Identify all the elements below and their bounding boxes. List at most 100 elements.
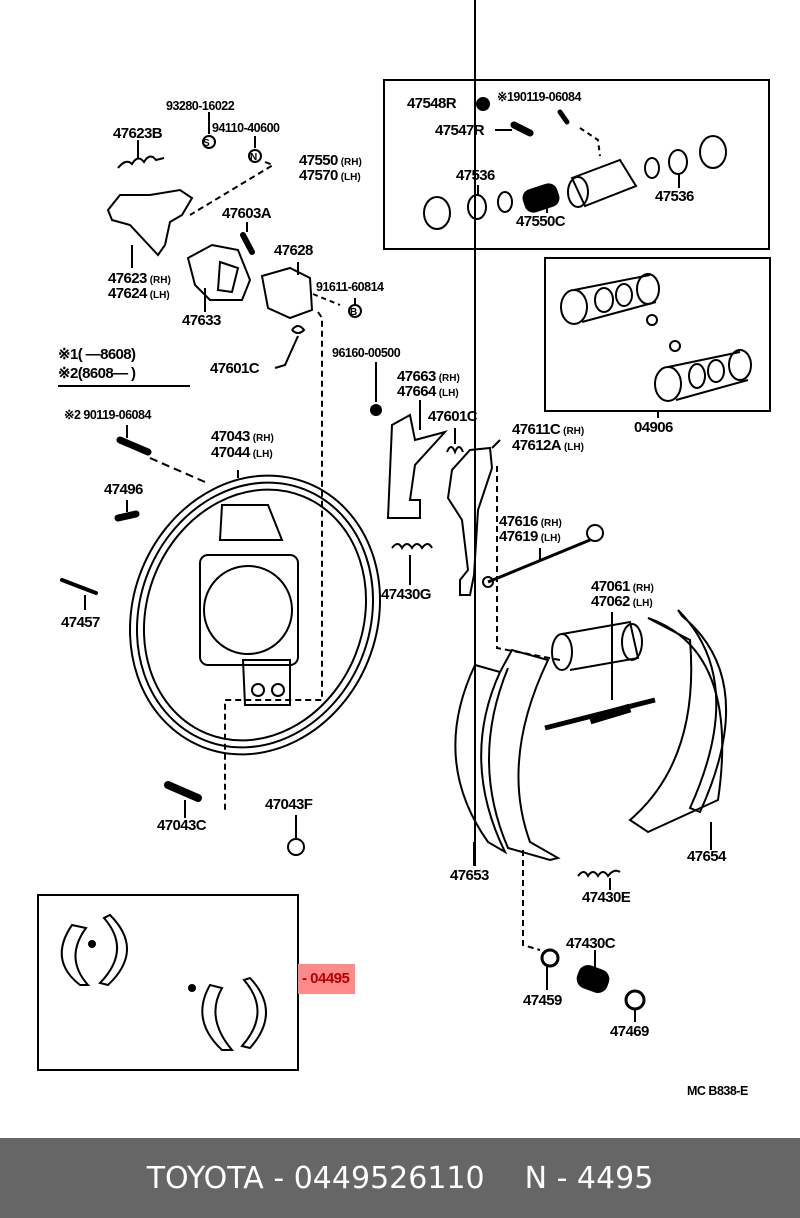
part-label-47550[interactable]: 47550(RH) xyxy=(299,153,362,171)
part-number: 47044 xyxy=(211,444,250,461)
part-number: 47611C xyxy=(512,421,561,438)
part-label-47457[interactable]: 47457 xyxy=(61,614,100,631)
plug-47496 xyxy=(114,510,140,522)
part-label-47623[interactable]: 47623(RH) xyxy=(108,271,171,289)
brake-shoe-47654 xyxy=(628,609,728,834)
part-number: 47663 xyxy=(397,368,436,385)
side-rh: (RH) xyxy=(438,373,460,384)
wheel-cylinder-exploded xyxy=(423,97,727,230)
spring-47430c xyxy=(576,965,610,993)
part-number: 47043 xyxy=(211,428,250,445)
side-rh: (RH) xyxy=(252,433,274,444)
part-label-190119-06084[interactable]: ※190119-06084 xyxy=(497,90,581,104)
brake-shoe-47653 xyxy=(454,0,561,866)
part-label-93280-16022[interactable]: 93280-16022 xyxy=(166,99,235,113)
side-rh: (RH) xyxy=(149,275,171,286)
part-label-47601c-b[interactable]: 47601C xyxy=(428,408,478,425)
lever-47623 xyxy=(106,188,194,257)
part-label-04495-highlighted[interactable]: - 04495 xyxy=(298,964,356,994)
part-label-47623b[interactable]: 47623B xyxy=(113,125,163,142)
part-label-94110-40600[interactable]: 94110-40600 xyxy=(212,121,280,135)
wheel-cylinder-47061 xyxy=(551,612,643,700)
part-number: 47612A xyxy=(512,437,562,454)
side-lh: (LH) xyxy=(438,388,459,399)
part-number: 47619 xyxy=(499,528,538,545)
shoe-kit-drawing xyxy=(60,913,267,1051)
part-label-90119-06084[interactable]: ※2 90119-06084 xyxy=(64,408,151,422)
part-label-47536-left[interactable]: 47536 xyxy=(456,167,495,184)
part-label-47536-right[interactable]: 47536 xyxy=(655,188,694,205)
part-label-47619[interactable]: 47619(LH) xyxy=(499,529,561,547)
symbol-b-icon: B xyxy=(350,307,357,318)
body-47628 xyxy=(260,266,314,320)
part-label-47548r[interactable]: 47548R xyxy=(407,95,457,112)
note-line-2: ※2(8608— ) xyxy=(58,365,136,382)
part-number: 47570 xyxy=(299,167,338,184)
part-label-47430c[interactable]: 47430C xyxy=(566,935,616,952)
part-label-47601c[interactable]: 47601C xyxy=(210,360,260,377)
part-number: 47624 xyxy=(108,285,147,302)
part-number: 47623 xyxy=(108,270,147,287)
part-label-47459[interactable]: 47459 xyxy=(523,992,562,1009)
cylinder-kit-drawing xyxy=(560,273,752,418)
part-label-47061[interactable]: 47061(RH) xyxy=(591,579,654,597)
part-label-47664[interactable]: 47664(LH) xyxy=(397,384,459,402)
part-label-47430e[interactable]: 47430E xyxy=(582,889,631,906)
part-label-47547r[interactable]: 47547R xyxy=(435,122,485,139)
part-label-47654[interactable]: 47654 xyxy=(687,848,726,865)
boot-47633 xyxy=(186,243,252,301)
nut-47043f xyxy=(287,838,305,856)
part-label-47663[interactable]: 47663(RH) xyxy=(397,369,460,387)
bolt-47457 xyxy=(60,578,98,595)
backing-plate-47043 xyxy=(129,470,381,756)
part-label-47044[interactable]: 47044(LH) xyxy=(211,445,273,463)
nut-96160 xyxy=(370,404,382,416)
part-label-47043[interactable]: 47043(RH) xyxy=(211,429,274,447)
part-label-47616[interactable]: 47616(RH) xyxy=(499,514,562,532)
pin-47603a xyxy=(240,232,255,255)
part-label-91611-60814[interactable]: 91611-60814 xyxy=(316,280,384,294)
part-label-47612a[interactable]: 47612A(LH) xyxy=(512,438,584,456)
part-label-47430g[interactable]: 47430G xyxy=(381,586,431,603)
part-label-47611c[interactable]: 47611C(RH) xyxy=(512,422,584,440)
note-line-1: ※1( —8608) xyxy=(58,346,136,363)
part-label-04906[interactable]: 04906 xyxy=(634,419,673,436)
dashed-guide-3 xyxy=(522,850,541,951)
part-label-96160-00500[interactable]: 96160-00500 xyxy=(332,346,401,360)
wheel-cylinder-box xyxy=(383,79,770,250)
cup-47459 xyxy=(540,948,560,968)
side-rh: (RH) xyxy=(540,518,562,529)
part-label-47603a[interactable]: 47603A xyxy=(222,205,272,222)
bolt-90119 xyxy=(116,436,152,456)
part-label-47496[interactable]: 47496 xyxy=(104,481,143,498)
side-lh: (LH) xyxy=(540,533,561,544)
clip-47601c-b xyxy=(446,446,464,455)
side-rh: (RH) xyxy=(340,157,362,168)
dashed-guide-1 xyxy=(224,311,323,812)
part-number: 47061 xyxy=(591,578,630,595)
spring-47430g xyxy=(391,543,433,551)
part-label-47570[interactable]: 47570(LH) xyxy=(299,168,361,186)
part-label-47624[interactable]: 47624(LH) xyxy=(108,286,170,304)
part-number: 47664 xyxy=(397,383,436,400)
side-lh: (LH) xyxy=(340,172,361,183)
cup-47469 xyxy=(624,989,646,1011)
reference-number: N - 4495 xyxy=(524,1160,654,1196)
part-label-47043f[interactable]: 47043F xyxy=(265,796,313,813)
part-info-footer: TOYOTA - 0449526110 N - 4495 xyxy=(0,1138,800,1218)
part-label-47633[interactable]: 47633 xyxy=(182,312,221,329)
part-number: 47616 xyxy=(499,513,538,530)
part-label-47469[interactable]: 47469 xyxy=(610,1023,649,1040)
symbol-n-icon: N xyxy=(250,152,257,163)
part-label-47550c[interactable]: 47550C xyxy=(516,213,566,230)
part-label-47653[interactable]: 47653 xyxy=(450,867,489,884)
brand-part-number: TOYOTA - 0449526110 xyxy=(146,1160,485,1196)
part-label-47043c[interactable]: 47043C xyxy=(157,817,207,834)
side-rh: (RH) xyxy=(632,583,654,594)
part-label-47628[interactable]: 47628 xyxy=(274,242,313,259)
side-lh: (LH) xyxy=(563,442,584,453)
side-rh: (RH) xyxy=(563,426,585,437)
dashed-guide-2 xyxy=(496,466,561,661)
part-number: 47550 xyxy=(299,152,338,169)
part-label-47062[interactable]: 47062(LH) xyxy=(591,594,653,612)
